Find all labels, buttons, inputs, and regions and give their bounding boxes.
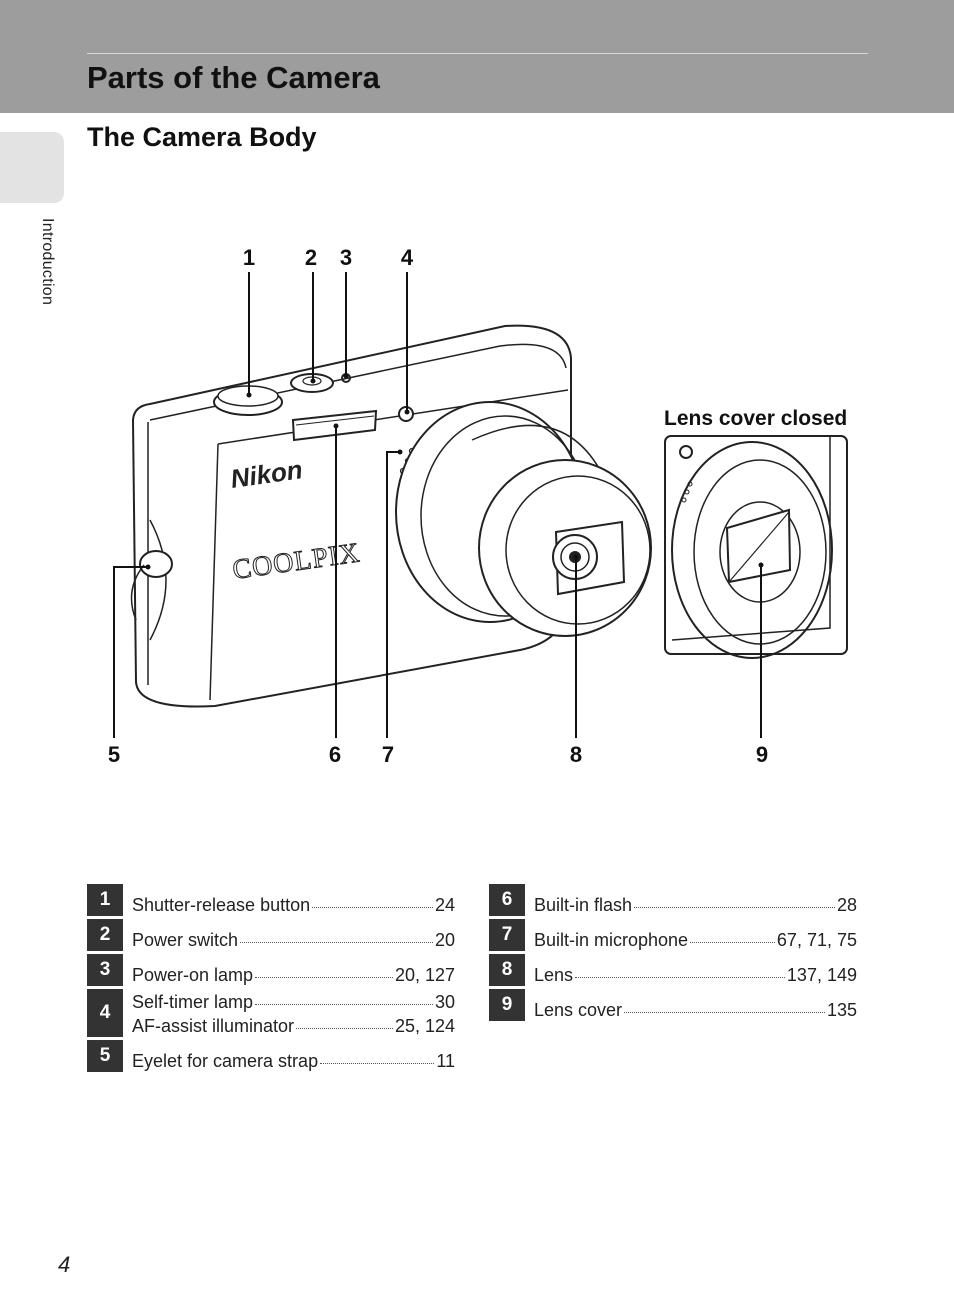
camera-illustration: Nikon COOLPIX Lens cover closed [108, 245, 848, 767]
part-entry: Lens cover 135 [534, 989, 857, 1021]
inset-caption: Lens cover closed [664, 407, 847, 430]
part-label: Power-on lamp [132, 965, 254, 985]
parts-list-right: 6 Built-in flash 28 7 Built-in microphon… [489, 884, 857, 1024]
part-page-ref[interactable]: 20 [434, 930, 455, 950]
part-label: Built-in microphone [534, 930, 689, 950]
part-row: 2 Power switch 20 [87, 919, 455, 951]
part-page-ref[interactable]: 135 [826, 1000, 857, 1020]
part-page-ref[interactable]: 24 [434, 895, 455, 915]
part-page-ref[interactable]: 67, 71, 75 [776, 930, 857, 950]
callout-8: 8 [570, 742, 582, 767]
camera-figure: Nikon COOLPIX Lens cover closed [0, 230, 954, 790]
chapter-tab-label: Introduction [39, 218, 56, 306]
part-entry: Built-in flash 28 [534, 884, 857, 916]
part-label: Shutter-release button [132, 895, 311, 915]
part-entry: Power switch 20 [132, 919, 455, 951]
part-label: Power switch [132, 930, 239, 950]
lens-cover-blades [725, 508, 792, 584]
part-number: 2 [87, 919, 123, 951]
part-row: 6 Built-in flash 28 [489, 884, 857, 916]
header-rule [87, 53, 868, 54]
callout-2: 2 [305, 245, 317, 270]
camera-top-edge [149, 343, 567, 421]
part-label: Self-timer lamp [132, 992, 254, 1012]
part-label: Lens cover [534, 1000, 623, 1020]
part-number: 7 [489, 919, 525, 951]
part-number: 9 [489, 989, 525, 1021]
callout-1: 1 [243, 245, 255, 270]
chapter-tab [0, 132, 64, 203]
part-entry: Eyelet for camera strap 11 [132, 1040, 455, 1072]
callout-7: 7 [382, 742, 394, 767]
part-number: 4 [87, 989, 123, 1037]
part-entry: Built-in microphone 67, 71, 75 [534, 919, 857, 951]
part-entry: AF-assist illuminator 25, 124 [132, 1013, 455, 1037]
callout-4: 4 [401, 245, 414, 270]
part-number: 3 [87, 954, 123, 986]
part-entry: Self-timer lamp 30 [132, 989, 455, 1013]
callout-3: 3 [340, 245, 352, 270]
part-label: Eyelet for camera strap [132, 1051, 319, 1071]
part-row: 5 Eyelet for camera strap 11 [87, 1040, 455, 1072]
part-entry: Shutter-release button 24 [132, 884, 455, 916]
part-entry: Lens 137, 149 [534, 954, 857, 986]
camera-grip-curve [149, 519, 167, 641]
part-page-ref[interactable]: 20, 127 [394, 965, 455, 985]
part-page-ref[interactable]: 11 [436, 1051, 455, 1071]
part-row: 3 Power-on lamp 20, 127 [87, 954, 455, 986]
part-row: 1 Shutter-release button 24 [87, 884, 455, 916]
part-label: Built-in flash [534, 895, 633, 915]
page-number: 4 [58, 1252, 71, 1277]
part-number: 1 [87, 884, 123, 916]
part-page-ref[interactable]: 30 [434, 992, 455, 1012]
part-number: 6 [489, 884, 525, 916]
callout-9: 9 [756, 742, 768, 767]
camera-front-panel [209, 389, 569, 701]
callout-6: 6 [329, 742, 341, 767]
part-row: 4 Self-timer lamp 30 AF-assist illuminat… [87, 989, 455, 1037]
part-label: Lens [534, 965, 574, 985]
callout-5: 5 [108, 742, 120, 767]
part-number: 8 [489, 954, 525, 986]
parts-list-left: 1 Shutter-release button 24 2 Power swit… [87, 884, 455, 1075]
part-number: 5 [87, 1040, 123, 1072]
header-band [0, 0, 954, 113]
part-page-ref[interactable]: 28 [836, 895, 857, 915]
part-row: 7 Built-in microphone 67, 71, 75 [489, 919, 857, 951]
strap-eyelet-shape [139, 550, 173, 578]
part-page-ref[interactable]: 137, 149 [786, 965, 857, 985]
part-row: 9 Lens cover 135 [489, 989, 857, 1021]
section-title: The Camera Body [87, 122, 317, 152]
part-row: 8 Lens 137, 149 [489, 954, 857, 986]
part-label: AF-assist illuminator [132, 1016, 295, 1036]
part-entry: Power-on lamp 20, 127 [132, 954, 455, 986]
page-title: Parts of the Camera [87, 60, 380, 95]
part-page-ref[interactable]: 25, 124 [394, 1016, 455, 1036]
